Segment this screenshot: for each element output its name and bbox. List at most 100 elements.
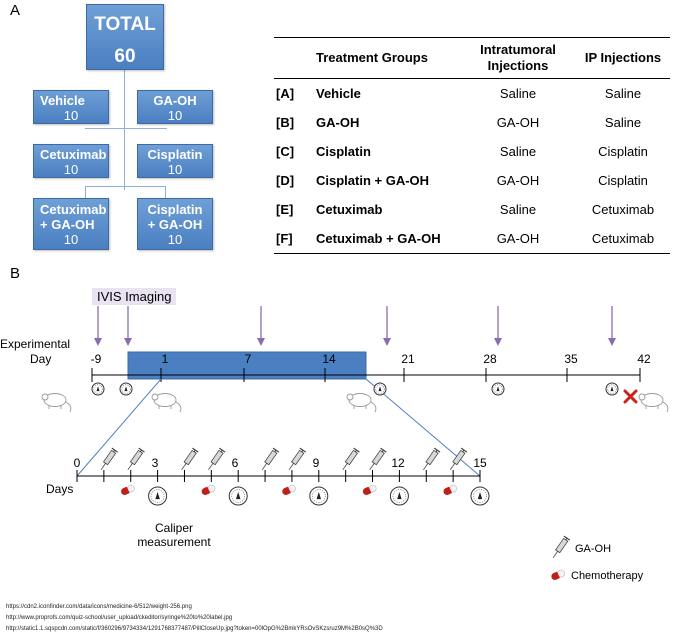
group-count: 10 <box>167 108 183 123</box>
group-count: 10 <box>167 162 183 177</box>
endpoint-x-icon <box>623 389 638 404</box>
caliper-gauge-icon <box>148 486 168 506</box>
syringe-icon <box>552 535 571 559</box>
table-cell: Saline <box>499 202 537 217</box>
table-cell: GA-OH <box>496 173 540 188</box>
experimental-label: Experimental <box>0 337 71 351</box>
table-header: Treatment Groups <box>314 37 460 79</box>
group-box-vehicle: Vehicle 10 <box>33 90 109 124</box>
caliper-measurement-label: Caliper measurement <box>137 521 211 549</box>
group-label: Cetuximab <box>40 147 107 162</box>
table-cell: Saline <box>604 86 642 101</box>
syringe-icon <box>423 447 441 471</box>
pill-icon <box>282 484 296 495</box>
caliper-gauge-icon <box>119 382 133 396</box>
timeline-tick-label: 35 <box>564 352 578 366</box>
table-cell: Cetuximab + GA-OH <box>314 224 460 254</box>
table-header: Intratumoral Injections <box>460 37 576 79</box>
tree-drop-right <box>165 186 166 198</box>
group-count: 10 <box>167 232 183 247</box>
table-cell: Cetuximab <box>316 202 383 217</box>
table-header: IP Injections <box>576 37 670 79</box>
caliper-gauge-icon <box>491 382 505 396</box>
group-box-gaoh: GA-OH 10 <box>137 90 213 124</box>
caliper-gauge-icon <box>91 382 105 396</box>
days-tick-label: 3 <box>152 456 159 470</box>
credit-line: http://www.proprofs.com/quiz-school/user… <box>6 615 233 621</box>
syringe-icon <box>181 447 199 471</box>
group-box-cetuximab-gaoh: Cetuximab + GA-OH 10 <box>33 198 109 250</box>
table-cell: Cisplatin <box>598 173 648 188</box>
timeline-tick-label: 7 <box>245 352 252 366</box>
total-label: TOTAL <box>94 14 156 35</box>
pill-icon <box>362 484 377 495</box>
table-cell: GA-OH <box>496 115 540 130</box>
group-label: Cetuximab + GA-OH <box>40 202 107 232</box>
tree-drop-left <box>85 186 86 198</box>
timeline-tick-label: 21 <box>401 352 415 366</box>
syringe-icon <box>342 447 360 471</box>
table-cell: [D] <box>276 173 295 188</box>
credit-line: https://cdn2.iconfinder.com/data/icons/m… <box>6 604 192 610</box>
day-label: Day <box>30 352 52 366</box>
days-tick-label: 15 <box>473 456 487 470</box>
ivis-imaging-label: IVIS Imaging <box>92 288 177 305</box>
mouse-icon <box>346 393 377 413</box>
zoom-line-left <box>76 378 162 477</box>
table-cell: Cisplatin <box>598 144 648 159</box>
total-count: 60 <box>114 46 136 67</box>
table-cell: [F] <box>274 224 314 254</box>
table-cell: Cisplatin <box>316 144 371 159</box>
timeline-tick-label: 1 <box>162 352 169 366</box>
table-cell: Vehicle <box>316 86 361 101</box>
caliper-gauge-icon <box>309 486 329 506</box>
caliper-gauge-icon <box>228 486 248 506</box>
tree-trunk-line <box>124 70 125 190</box>
total-box: TOTAL 60 <box>86 4 164 70</box>
treatment-table: Treatment Groups Intratumoral Injections… <box>274 37 670 254</box>
table-cell: [B] <box>276 115 295 130</box>
table-header <box>274 37 314 79</box>
pill-icon <box>551 569 565 580</box>
tree-branch-line-1 <box>85 128 167 129</box>
group-label: Vehicle <box>40 93 85 108</box>
credit-line: http://static1.1.sqspcdn.com/static/f/36… <box>6 626 383 632</box>
table-row: [B] GA-OH GA-OH Saline <box>274 108 670 137</box>
days-tick-label: 12 <box>391 456 405 470</box>
syringe-icon <box>127 447 145 471</box>
timeline-tick-label: -9 <box>91 352 102 366</box>
timeline-tick-label: 42 <box>637 352 651 366</box>
table-cell: Saline <box>499 86 537 101</box>
table-row: [C] Cisplatin Saline Cisplatin <box>274 137 670 166</box>
pill-icon <box>121 484 135 495</box>
caliper-gauge-icon <box>389 486 409 506</box>
group-box-cisplatin: Cisplatin 10 <box>137 144 213 178</box>
table-cell: Saline <box>499 144 537 159</box>
group-label: GA-OH <box>153 93 197 108</box>
days-label: Days <box>46 482 74 496</box>
pill-icon <box>443 484 458 495</box>
days-tick-label: 0 <box>74 456 81 470</box>
syringe-icon <box>261 447 280 471</box>
mouse-icon <box>638 393 669 413</box>
table-header-row: Treatment Groups Intratumoral Injections… <box>274 37 670 79</box>
group-label: Cisplatin + GA-OH <box>147 202 203 232</box>
table-cell: [E] <box>276 202 294 217</box>
syringe-icon <box>449 447 468 471</box>
caliper-gauge-icon <box>373 382 387 396</box>
ivis-arrows <box>94 306 616 346</box>
panel-b-letter: B <box>10 265 21 282</box>
table-row: [A] Vehicle Saline Saline <box>274 79 670 109</box>
group-count: 10 <box>63 108 79 123</box>
tree-branch-line-2 <box>85 186 165 187</box>
mouse-icon <box>41 393 72 413</box>
caliper-gauge-icon <box>605 382 619 396</box>
zoom-line-right <box>365 378 481 477</box>
table-cell: [C] <box>276 144 295 159</box>
group-count: 10 <box>63 162 79 177</box>
table-cell: GA-OH <box>316 115 360 130</box>
table-row: [E] Cetuximab Saline Cetuximab <box>274 195 670 224</box>
days-tick-label: 6 <box>232 456 239 470</box>
